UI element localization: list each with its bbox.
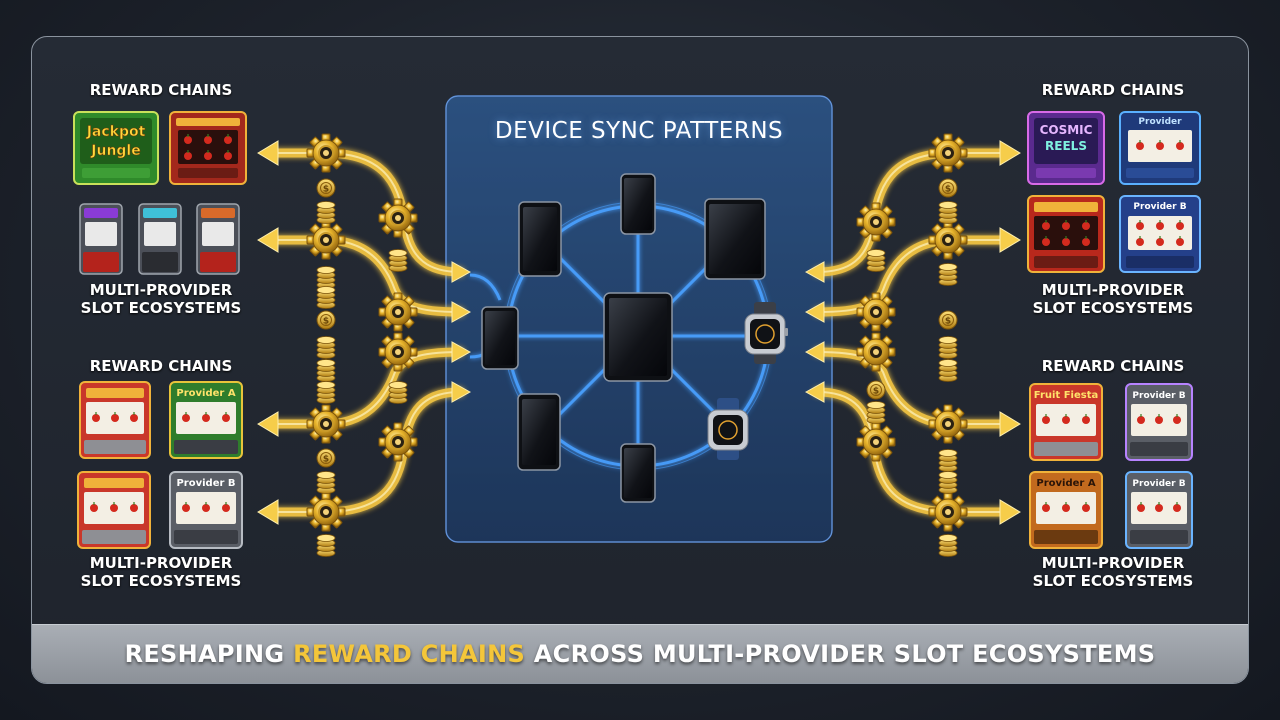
multi-provider-line1: MULTI-PROVIDER <box>1041 281 1185 299</box>
slot-machine-icon: Provider B <box>169 471 243 549</box>
multi-provider-line2: SLOT ECOSYSTEMS <box>80 299 242 317</box>
slot-machine-icon: Provider B <box>1119 195 1201 273</box>
tablet-icon <box>704 198 766 280</box>
slot-machine-icon: Provider <box>1119 111 1201 185</box>
svg-text:Provider B: Provider B <box>1132 391 1185 401</box>
slot-machine-icon <box>79 203 123 275</box>
svg-text:REELS: REELS <box>1045 139 1087 153</box>
multi-provider-label: MULTI-PROVIDER SLOT ECOSYSTEMS <box>1023 554 1203 590</box>
reward-chains-label: REWARD CHAINS <box>1041 357 1185 375</box>
arrow-icon <box>451 381 472 403</box>
phone-icon <box>517 393 561 471</box>
multi-provider-label: MULTI-PROVIDER SLOT ECOSYSTEMS <box>1023 281 1203 317</box>
arrow-icon <box>257 411 279 437</box>
phone-icon <box>620 173 656 235</box>
tablet-icon <box>603 292 673 382</box>
headline-post: ACROSS MULTI-PROVIDER SLOT ECOSYSTEMS <box>525 640 1156 668</box>
phone-icon <box>481 306 519 370</box>
headline-pre: RESHAPING <box>124 640 294 668</box>
arrow-icon <box>804 301 825 323</box>
slot-machine-icon: Provider A <box>1029 471 1103 549</box>
arrow-icon <box>804 261 825 283</box>
slot-machine-icon: Provider B <box>1125 471 1193 549</box>
arrow-icon <box>451 261 472 283</box>
arrow-icon <box>999 227 1021 253</box>
slot-machine-icon: COSMIC REELS <box>1027 111 1105 185</box>
svg-text:Provider B: Provider B <box>176 478 235 489</box>
slot-machine-icon <box>196 203 240 275</box>
arrow-icon <box>999 140 1021 166</box>
phone-icon <box>518 201 562 277</box>
svg-text:COSMIC: COSMIC <box>1040 123 1093 137</box>
reward-chains-label: REWARD CHAINS <box>89 81 233 99</box>
arrow-icon <box>999 411 1021 437</box>
multi-provider-line2: SLOT ECOSYSTEMS <box>1032 572 1194 590</box>
smartwatch-icon <box>744 302 788 364</box>
slot-machine-icon: Jackpot Jungle <box>73 111 159 185</box>
multi-provider-label: MULTI-PROVIDER SLOT ECOSYSTEMS <box>71 281 251 317</box>
right-reward-flow <box>804 133 1021 557</box>
multi-provider-line1: MULTI-PROVIDER <box>89 554 233 572</box>
slot-machine-icon <box>138 203 182 275</box>
slot-machine-icon: Provider A <box>169 381 243 459</box>
slot-machine-icon <box>169 111 247 185</box>
arrow-icon <box>257 140 279 166</box>
arrow-icon <box>451 341 472 363</box>
headline-banner: RESHAPING REWARD CHAINS ACROSS MULTI-PRO… <box>32 624 1248 683</box>
multi-provider-line2: SLOT ECOSYSTEMS <box>80 572 242 590</box>
multi-provider-line1: MULTI-PROVIDER <box>1041 554 1185 572</box>
svg-text:Provider B: Provider B <box>1132 479 1185 489</box>
device-sync-title: DEVICE SYNC PATTERNS <box>494 118 784 144</box>
slot-machine-icon <box>77 471 151 549</box>
svg-text:Provider A: Provider A <box>1036 478 1095 489</box>
multi-provider-label: MULTI-PROVIDER SLOT ECOSYSTEMS <box>71 554 251 590</box>
svg-text:Provider: Provider <box>1138 117 1182 127</box>
arrow-icon <box>804 381 825 403</box>
arrow-icon <box>804 341 825 363</box>
slot-machine-icon: Fruit Fiesta <box>1029 383 1103 461</box>
arrow-icon <box>257 499 279 525</box>
svg-text:Provider A: Provider A <box>176 388 235 399</box>
arrow-icon <box>451 301 472 323</box>
smartwatch-icon <box>707 398 749 460</box>
svg-text:Provider B: Provider B <box>1133 202 1186 212</box>
svg-text:Jungle: Jungle <box>90 143 140 159</box>
svg-text:Jackpot: Jackpot <box>86 124 146 140</box>
device-sync-panel <box>445 95 833 543</box>
slot-machine-icon: Provider B <box>1125 383 1193 461</box>
arrow-icon <box>257 227 279 253</box>
reward-chains-label: REWARD CHAINS <box>1041 81 1185 99</box>
slot-machine-icon <box>79 381 151 459</box>
reward-chains-label: REWARD CHAINS <box>89 357 233 375</box>
arrow-icon <box>999 499 1021 525</box>
multi-provider-line2: SLOT ECOSYSTEMS <box>1032 299 1194 317</box>
slot-machine-icon <box>1027 195 1105 273</box>
left-reward-flow <box>257 133 472 557</box>
svg-text:Fruit Fiesta: Fruit Fiesta <box>1034 390 1098 401</box>
multi-provider-line1: MULTI-PROVIDER <box>89 281 233 299</box>
phone-icon <box>620 443 656 503</box>
headline-highlight: REWARD CHAINS <box>293 640 526 668</box>
